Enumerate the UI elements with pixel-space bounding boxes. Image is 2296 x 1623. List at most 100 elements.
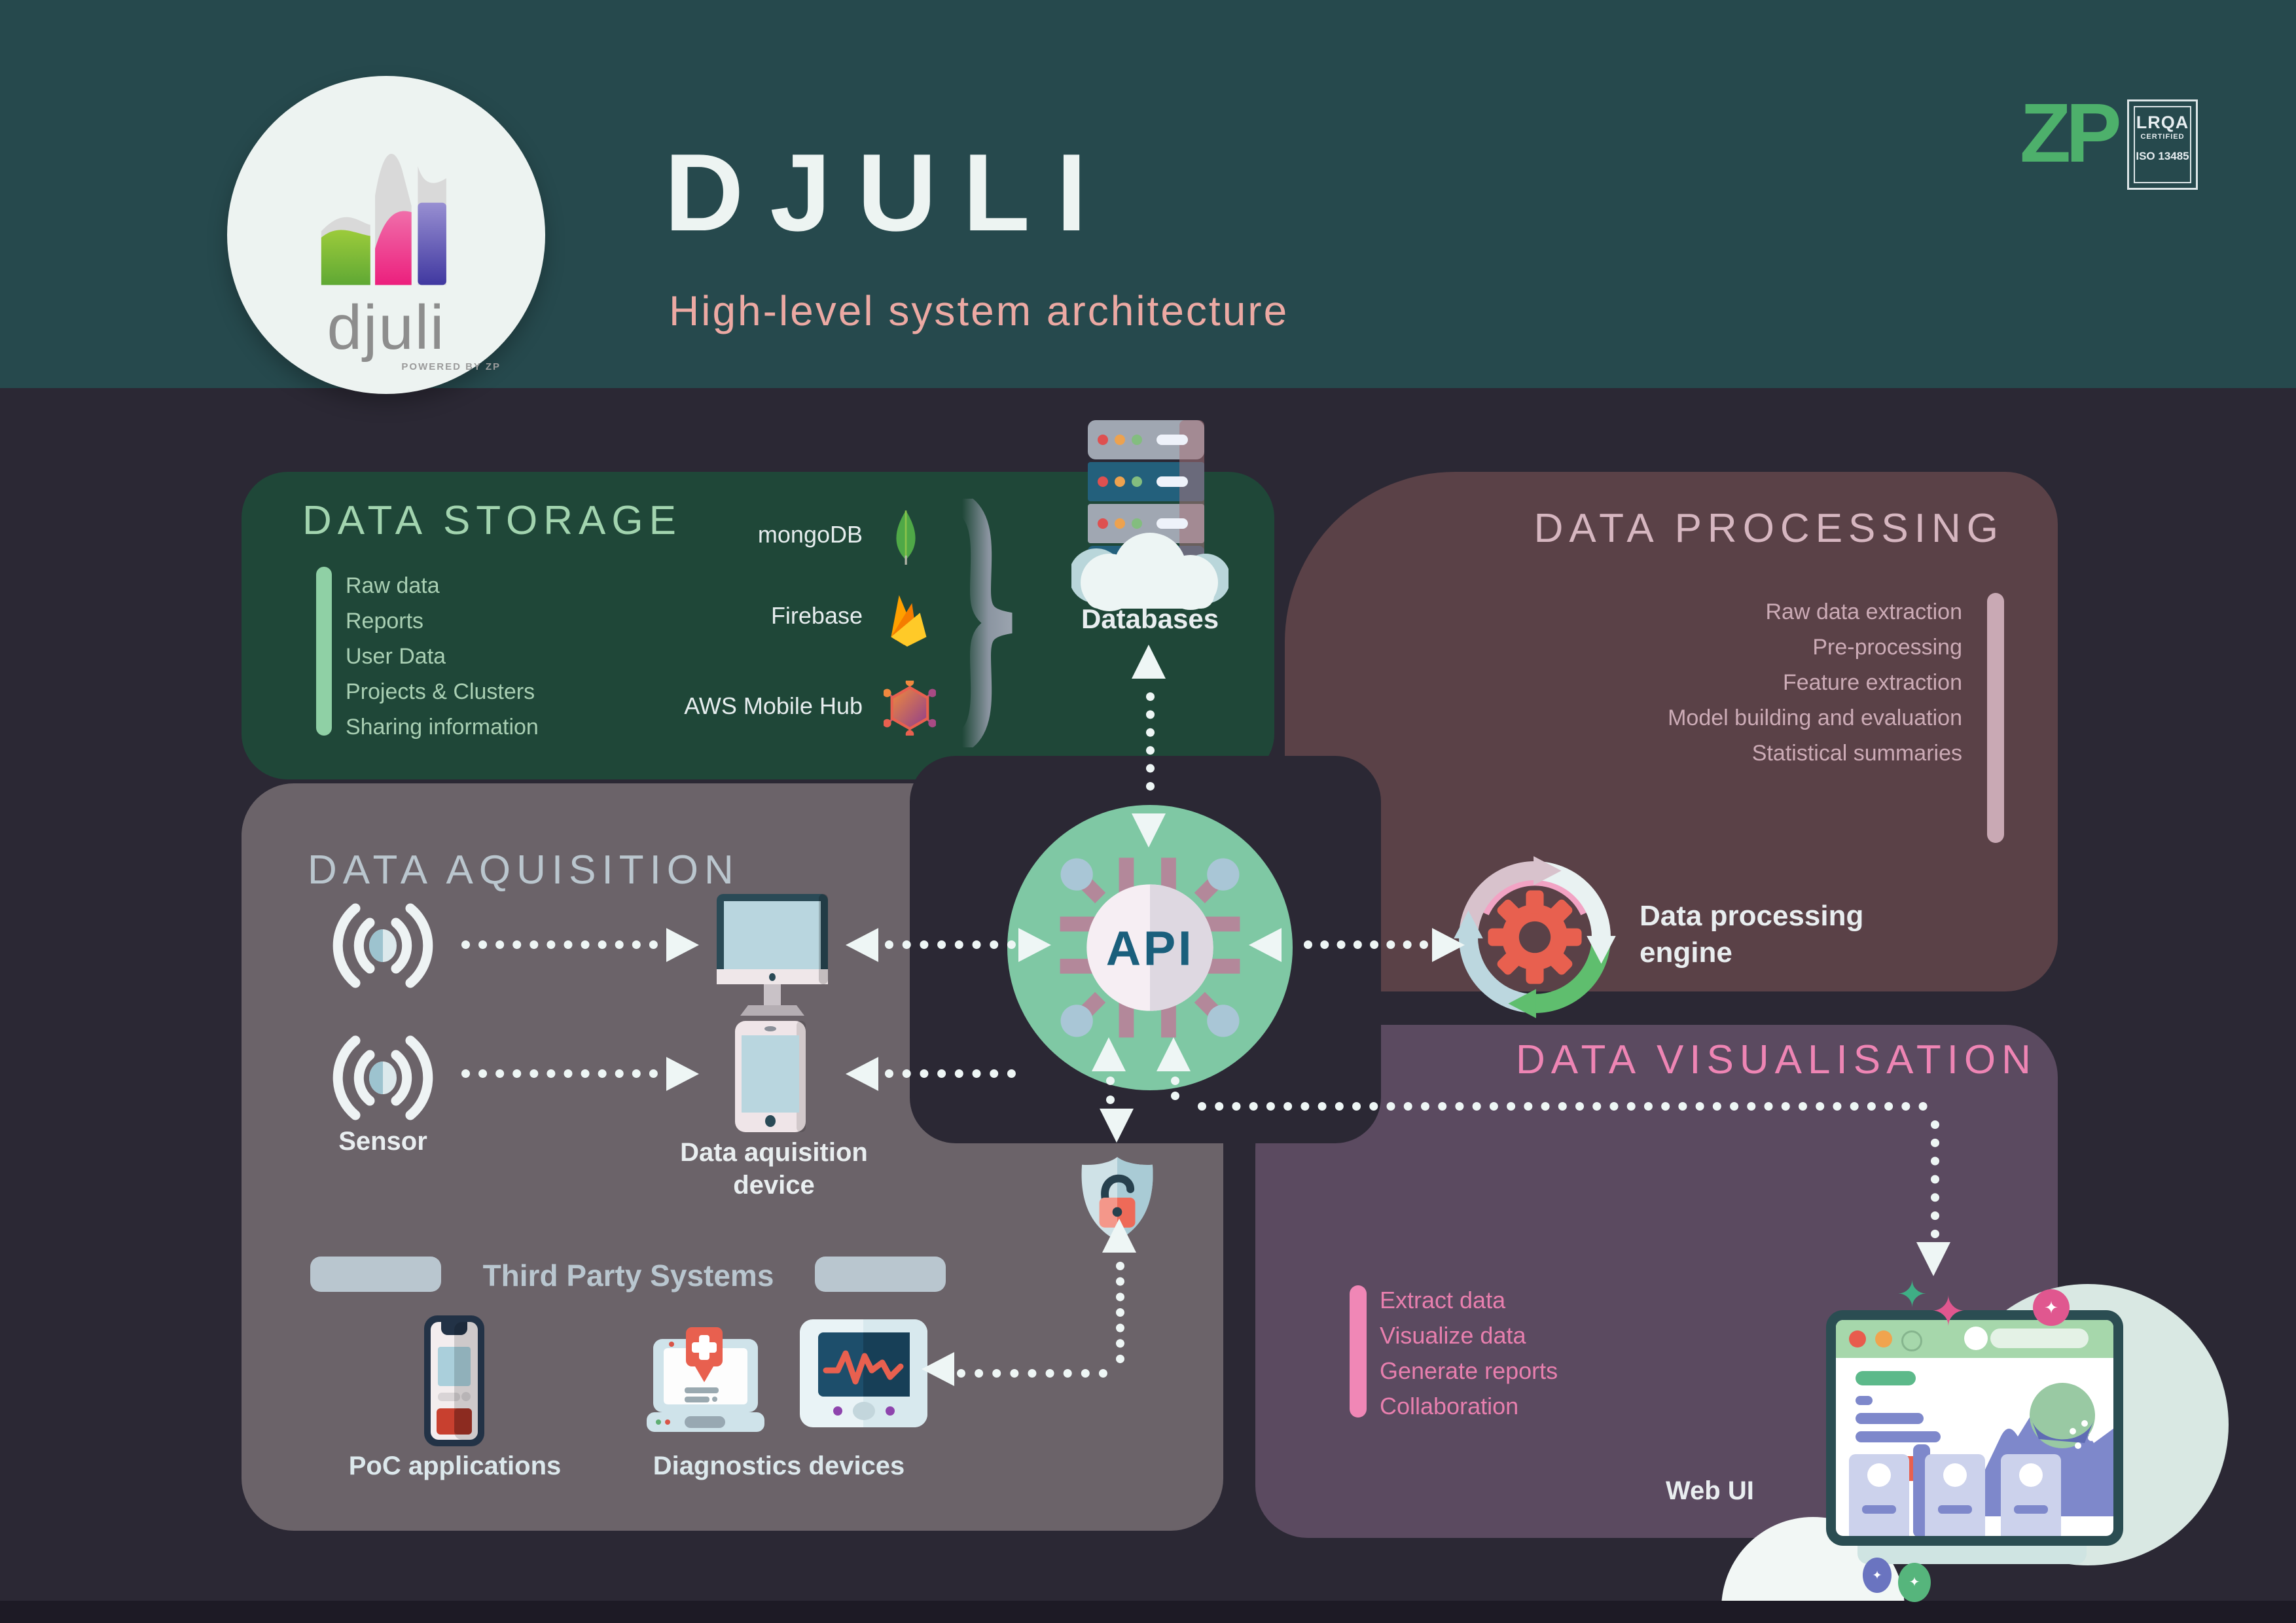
dotted-line <box>885 940 1016 949</box>
dotted-line <box>1931 1120 1939 1238</box>
engine-label: Data processing engine <box>1640 900 1864 969</box>
acquisition-title: DATA AQUISITION <box>308 847 740 893</box>
arrow-down-icon <box>1132 813 1166 847</box>
bottom-strip <box>0 1601 2296 1623</box>
processing-item: Statistical summaries <box>1751 741 1962 766</box>
sensor-label: Sensor <box>338 1127 427 1156</box>
third-party-bar-right <box>815 1257 946 1292</box>
processing-title: DATA PROCESSING <box>1534 506 2004 551</box>
dotted-line <box>1146 692 1155 791</box>
djuli-logo-icon: djuli POWERED BY ZP <box>227 76 545 394</box>
page-subtitle: High-level system architecture <box>669 287 1289 334</box>
visualisation-item: Visualize data <box>1380 1322 1526 1349</box>
arrow-right-icon <box>1018 928 1051 962</box>
logo-bars-icon <box>321 154 446 285</box>
diagnostics-devices-label: Diagnostics devices <box>653 1452 905 1480</box>
arrow-up-icon <box>1092 1037 1126 1071</box>
browser-dot-outline <box>1901 1330 1922 1351</box>
visualisation-item: Extract data <box>1380 1287 1506 1313</box>
aws-hexagon-icon <box>884 681 936 736</box>
badge-line1: LRQA <box>2136 113 2189 132</box>
arrow-right-icon <box>1432 928 1465 962</box>
brace-icon <box>952 499 1013 747</box>
desktop-computer-icon <box>717 894 828 1016</box>
browser-title-bar <box>1856 1371 1916 1385</box>
poc-applications-label: PoC applications <box>348 1452 562 1480</box>
storage-list-bar <box>316 567 332 736</box>
visualisation-list-bar <box>1350 1285 1367 1418</box>
arrow-left-icon <box>1249 928 1282 962</box>
sparkle-dot-icon: ✦ <box>1863 1558 1892 1593</box>
dotted-line <box>1116 1262 1124 1363</box>
browser-art <box>1963 1383 2113 1516</box>
medical-device-icon <box>647 1327 764 1432</box>
firebase-label: Firebase <box>770 602 863 629</box>
arrow-up-icon <box>1157 1037 1191 1071</box>
storage-item: Reports <box>346 609 424 633</box>
browser-dot-red <box>1849 1330 1866 1347</box>
sensor-signal-icon <box>332 1035 433 1120</box>
poc-phone-icon <box>424 1315 484 1446</box>
storage-title: DATA STORAGE <box>302 498 682 543</box>
arrow-down-icon <box>1916 1242 1950 1276</box>
acquisition-device-label: Data aquisition device <box>680 1138 868 1200</box>
processing-list: Raw data extraction Pre-processing Featu… <box>1440 594 1962 771</box>
dotted-line <box>957 1369 1107 1378</box>
arrow-left-icon <box>922 1352 954 1386</box>
browser-window-icon <box>1826 1310 2123 1546</box>
browser-dot-orange <box>1875 1330 1892 1347</box>
sensor-signal-icon <box>332 903 433 988</box>
logo-wordmark: djuli <box>327 293 446 363</box>
sparkle-icon: ✦ <box>1931 1288 1966 1335</box>
browser-text-line <box>1856 1431 1941 1442</box>
third-party-bar-left <box>310 1257 441 1292</box>
badge-line3: ISO 13485 <box>2136 150 2189 162</box>
api-chip-icon: API <box>1060 857 1240 1038</box>
sparkle-dot-icon: ✦ <box>2033 1289 2070 1326</box>
storage-item: Projects & Clusters <box>346 679 535 704</box>
dotted-line <box>1304 940 1428 949</box>
arrow-right-icon <box>666 928 699 962</box>
page-title: DJULI <box>664 131 1113 254</box>
databases-label: Databases <box>1081 603 1219 634</box>
dotted-line <box>461 940 658 949</box>
aws-mobile-hub-label: AWS Mobile Hub <box>684 692 863 719</box>
browser-header <box>1836 1320 2113 1358</box>
arrow-down-icon <box>1100 1109 1134 1143</box>
logo-tagline: POWERED BY ZP <box>401 361 501 372</box>
dotted-line <box>1171 1077 1179 1100</box>
server-cloud-icon <box>1071 420 1229 611</box>
third-party-label: Third Party Systems <box>482 1258 774 1293</box>
visualisation-item: Generate reports <box>1380 1357 1558 1384</box>
visualisation-item: Collaboration <box>1380 1393 1519 1419</box>
processing-item: Raw data extraction <box>1765 599 1963 624</box>
storage-item: User Data <box>346 644 446 669</box>
dotted-line <box>1106 1077 1115 1104</box>
arrow-up-icon <box>1102 1219 1136 1253</box>
zp-logo: ZP <box>2020 86 2122 180</box>
processing-list-bar <box>1987 593 2004 843</box>
dotted-line <box>1198 1102 1928 1111</box>
mongodb-label: mongoDB <box>757 521 863 548</box>
lrqa-certified-badge: LRQA CERTIFIED ISO 13485 <box>2127 99 2198 190</box>
browser-text-line <box>1856 1396 1873 1405</box>
dotted-line <box>885 1069 1016 1078</box>
sparkle-icon: ✦ <box>1897 1274 1928 1315</box>
processing-item: Feature extraction <box>1782 670 1962 695</box>
browser-search-bar <box>1990 1329 2089 1348</box>
browser-search-icon <box>1964 1327 1988 1350</box>
gear-cycle-icon <box>1454 856 1616 1018</box>
ecg-monitor-icon <box>800 1319 927 1427</box>
browser-card <box>1849 1454 1909 1536</box>
arrow-right-icon <box>666 1057 699 1091</box>
storage-list: Raw data Reports User Data Projects & Cl… <box>346 568 539 745</box>
storage-item: Raw data <box>346 573 440 598</box>
firebase-flame-icon <box>891 595 927 647</box>
arrow-left-icon <box>846 1057 878 1091</box>
api-label: API <box>1106 921 1194 976</box>
arrow-left-icon <box>846 928 878 962</box>
browser-card <box>1925 1454 1985 1536</box>
sparkle-dot-icon: ✦ <box>1898 1563 1931 1602</box>
browser-text-line <box>1856 1413 1924 1424</box>
